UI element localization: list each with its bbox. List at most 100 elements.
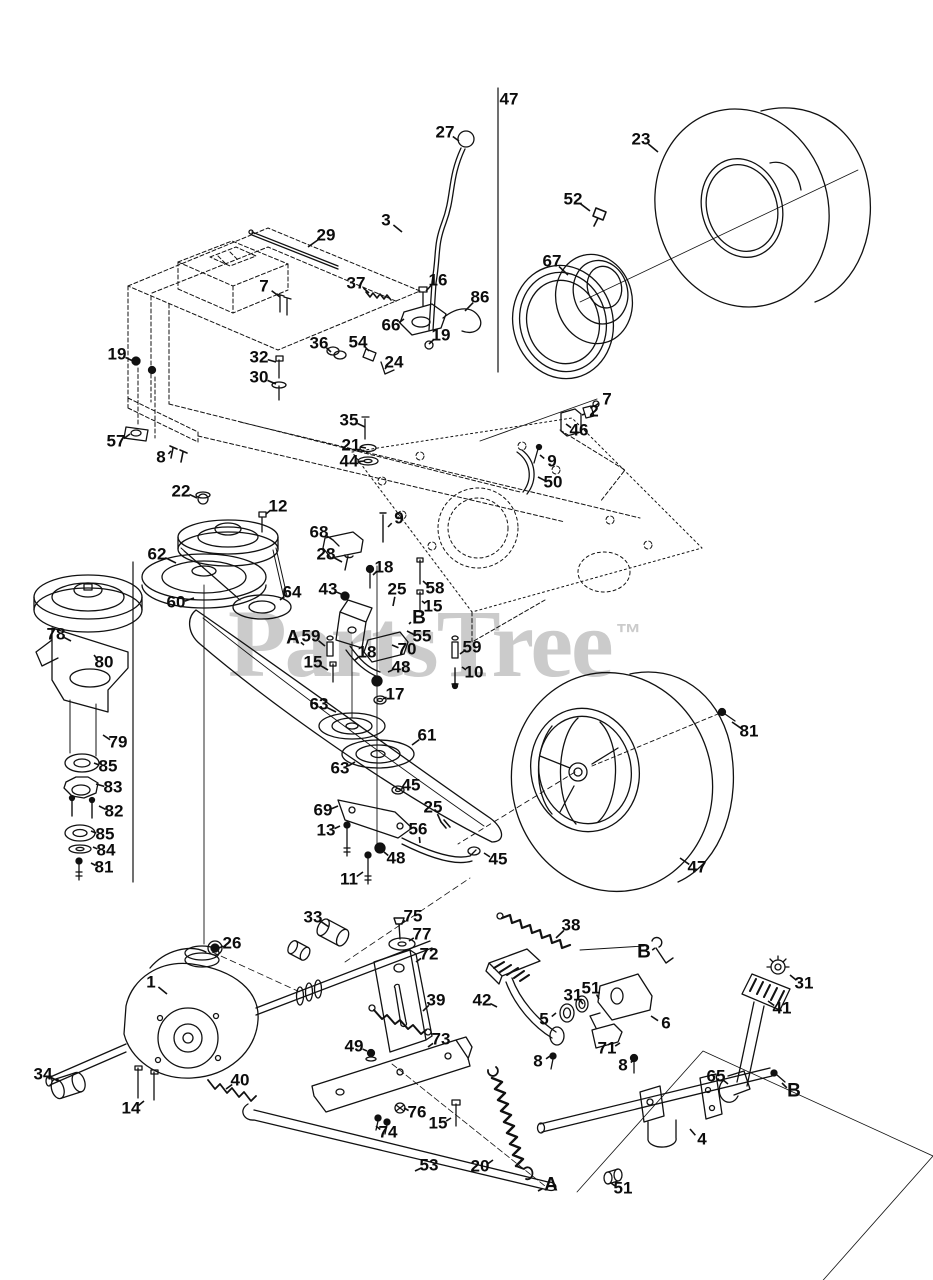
- leader-line-B: [408, 621, 412, 625]
- part-label-30: 30: [249, 367, 269, 387]
- leader-line-57: [123, 433, 131, 440]
- section-divider-lines: [132, 87, 499, 945]
- leader-line-A: [537, 1187, 543, 1192]
- leader-line-43: [336, 591, 342, 595]
- part-label-54: 54: [348, 332, 368, 352]
- leader-line-10: [461, 666, 467, 671]
- leader-line-54: [364, 346, 370, 352]
- leader-line-80: [93, 654, 98, 660]
- part-label-25: 25: [387, 579, 407, 599]
- part-label-40: 40: [230, 1070, 250, 1090]
- part-label-8: 8: [156, 447, 166, 467]
- part-label-14: 14: [121, 1098, 141, 1118]
- part-label-47: 47: [499, 89, 519, 109]
- part-label-82: 82: [104, 801, 124, 821]
- part-label-A: A: [286, 627, 300, 649]
- leader-line-69: [331, 805, 339, 810]
- idler-bracket-art: [322, 512, 481, 885]
- part-label-16: 16: [428, 270, 448, 290]
- part-label-18: 18: [357, 642, 377, 662]
- part-label-51: 51: [613, 1178, 633, 1198]
- part-label-10: 10: [464, 662, 484, 682]
- leader-line-B: [651, 947, 656, 951]
- part-label-25: 25: [423, 797, 443, 817]
- leader-line-53: [414, 1167, 421, 1172]
- leader-line-58: [422, 580, 429, 586]
- leader-line-16: [425, 284, 432, 292]
- leader-line-59: [459, 650, 465, 655]
- part-label-78: 78: [46, 624, 66, 644]
- part-label-32: 32: [249, 347, 269, 367]
- leader-line-63: [326, 706, 337, 713]
- leader-line-78: [63, 636, 72, 642]
- leader-line-9: [387, 522, 393, 528]
- part-label-62: 62: [147, 544, 167, 564]
- part-label-15: 15: [303, 652, 323, 672]
- part-label-23: 23: [631, 129, 651, 149]
- part-label-83: 83: [103, 777, 123, 797]
- part-label-56: 56: [408, 819, 428, 839]
- part-label-65: 65: [706, 1066, 726, 1086]
- leader-line-33: [320, 920, 330, 928]
- part-label-19: 19: [431, 325, 451, 345]
- leader-line-85: [93, 762, 100, 766]
- leader-line-59: [318, 640, 326, 647]
- part-label-11: 11: [340, 869, 358, 889]
- part-label-8: 8: [618, 1055, 628, 1075]
- part-label-24: 24: [384, 352, 404, 372]
- leader-line-3: [392, 224, 403, 233]
- leader-line-6: [650, 1015, 659, 1022]
- leader-line-8: [167, 450, 172, 455]
- leader-line-37: [362, 287, 370, 294]
- leader-line-41: [767, 1000, 775, 1007]
- leader-line-5: [551, 1012, 557, 1018]
- part-label-4: 4: [697, 1129, 707, 1149]
- part-label-15: 15: [428, 1113, 448, 1133]
- part-label-7: 7: [259, 276, 269, 296]
- part-label-19: 19: [107, 344, 127, 364]
- leader-line-4: [689, 1128, 696, 1136]
- leader-line-56: [418, 836, 421, 844]
- part-label-35: 35: [339, 410, 359, 430]
- leader-line-31: [789, 974, 797, 981]
- part-label-80: 80: [94, 652, 114, 672]
- rear-tire-art: [457, 671, 736, 893]
- linkage-art: [242, 912, 674, 1192]
- part-label-45: 45: [488, 849, 508, 869]
- leader-line-84: [92, 846, 98, 850]
- leader-line-15: [320, 665, 329, 671]
- part-label-59: 59: [301, 626, 321, 646]
- part-label-66: 66: [381, 315, 401, 335]
- leader-line-46: [565, 423, 572, 429]
- part-label-43: 43: [318, 579, 338, 599]
- part-label-33: 33: [303, 907, 323, 927]
- transaxle-art: [45, 940, 433, 1102]
- part-label-70: 70: [397, 639, 417, 659]
- leader-line-66: [398, 318, 405, 324]
- part-label-76: 76: [407, 1102, 427, 1122]
- part-label-6: 6: [661, 1013, 671, 1033]
- leader-line-27: [452, 135, 460, 142]
- part-label-69: 69: [313, 800, 333, 820]
- leader-line-61: [411, 738, 420, 746]
- part-label-74: 74: [378, 1122, 398, 1142]
- leader-line-24: [384, 366, 388, 370]
- shift-lever-art: [123, 130, 600, 495]
- part-label-B: B: [637, 941, 651, 963]
- leader-line-25: [436, 813, 442, 823]
- part-label-5: 5: [539, 1009, 549, 1029]
- leader-line-45: [399, 787, 403, 791]
- leader-line-15: [445, 1117, 452, 1122]
- leader-line-75: [400, 919, 406, 925]
- part-label-21: 21: [341, 435, 361, 455]
- leader-line-74: [375, 1125, 381, 1131]
- part-label-31: 31: [794, 973, 814, 993]
- leader-line-79: [102, 734, 111, 741]
- leader-line-12: [265, 509, 271, 515]
- leader-line-31: [579, 999, 584, 1005]
- leader-line-76: [403, 1107, 409, 1112]
- leader-line-36: [325, 347, 332, 353]
